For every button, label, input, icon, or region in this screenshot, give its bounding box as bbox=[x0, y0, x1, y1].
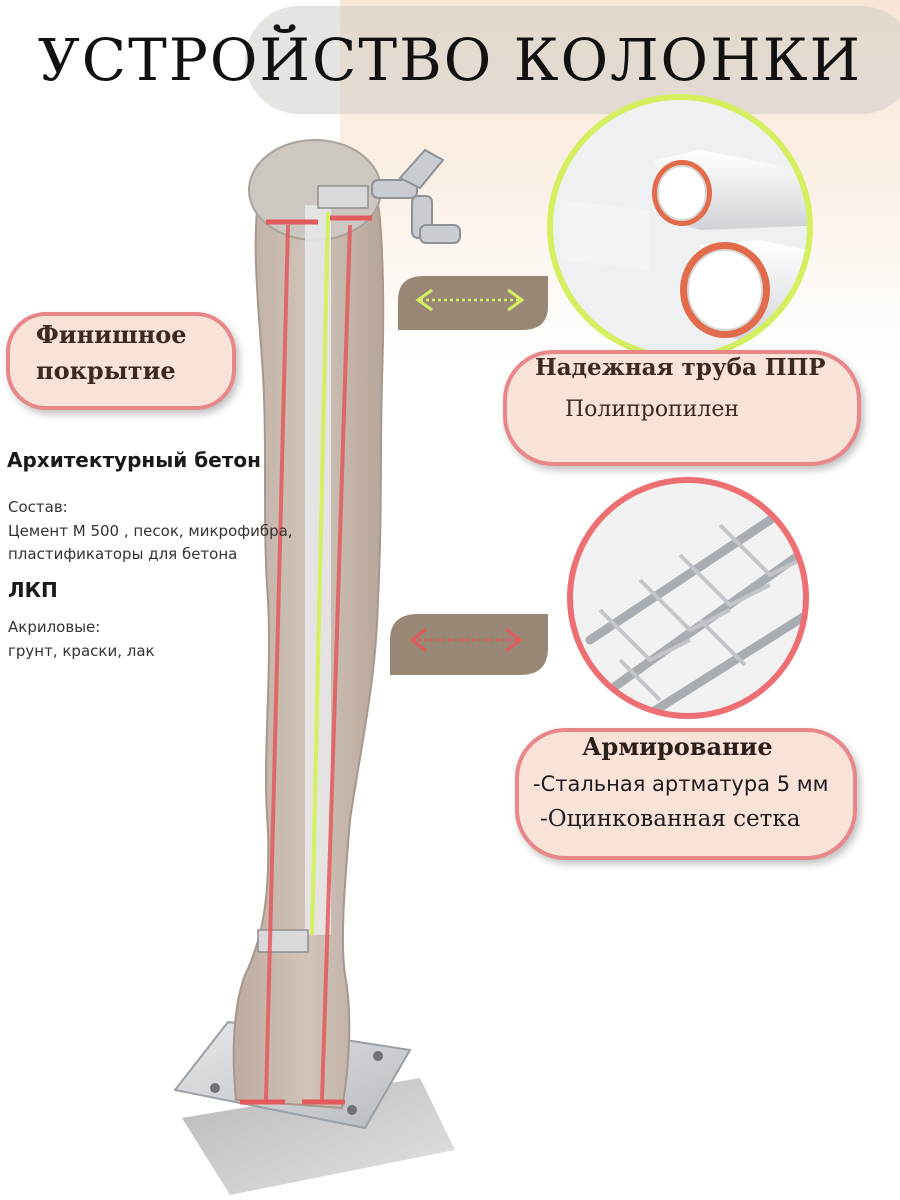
title-pill bbox=[245, 6, 900, 114]
bolt bbox=[210, 1083, 220, 1093]
reinforcement-label-line2: -Оцинкованная сетка bbox=[540, 806, 801, 832]
bolt bbox=[373, 1051, 383, 1061]
composition-line1: Цемент М 500 , песок, микрофибра, bbox=[8, 522, 293, 540]
finish-label-line1: Финишное bbox=[36, 320, 187, 349]
faucet bbox=[371, 148, 461, 244]
paint-line: грунт, краски, лак bbox=[8, 642, 155, 660]
reinforcement-label-line1: -Стальная артматура 5 мм bbox=[533, 772, 829, 796]
pipe-detail-circle bbox=[550, 97, 810, 357]
finish-label bbox=[6, 312, 236, 410]
pipe-arrow-tab bbox=[398, 276, 548, 330]
pipe-clamp-bottom bbox=[257, 929, 309, 953]
pipe-highlight-line bbox=[310, 211, 330, 936]
reinforcement-label bbox=[515, 728, 857, 860]
paint-label: Акриловые: bbox=[8, 618, 101, 636]
pipe-label-title: Надежная труба ППР bbox=[535, 354, 826, 381]
concrete-heading: Архитектурный бетон bbox=[7, 448, 261, 472]
base-shadow bbox=[182, 1078, 455, 1195]
mesh-circle-ring bbox=[567, 477, 809, 719]
pipe-clamp-top bbox=[317, 185, 369, 209]
page-title: УСТРОЙСТВО КОЛОНКИ bbox=[37, 26, 863, 94]
pipe-label bbox=[503, 350, 861, 466]
mesh-detail-circle bbox=[570, 480, 806, 716]
finish-label-line2: покрытие bbox=[36, 356, 176, 385]
reinforcement-label-title: Армирование bbox=[582, 732, 773, 761]
rebar-line bbox=[264, 224, 290, 1101]
paint-heading: ЛКП bbox=[8, 578, 58, 602]
composition-line2: пластификаторы для бетона bbox=[8, 545, 238, 563]
composition-label: Состав: bbox=[8, 498, 68, 516]
bolt bbox=[347, 1105, 357, 1115]
rebar-arrow-tab bbox=[390, 614, 548, 675]
rebar-line bbox=[320, 224, 352, 1101]
pipe-label-subtitle: Полипропилен bbox=[565, 397, 740, 422]
